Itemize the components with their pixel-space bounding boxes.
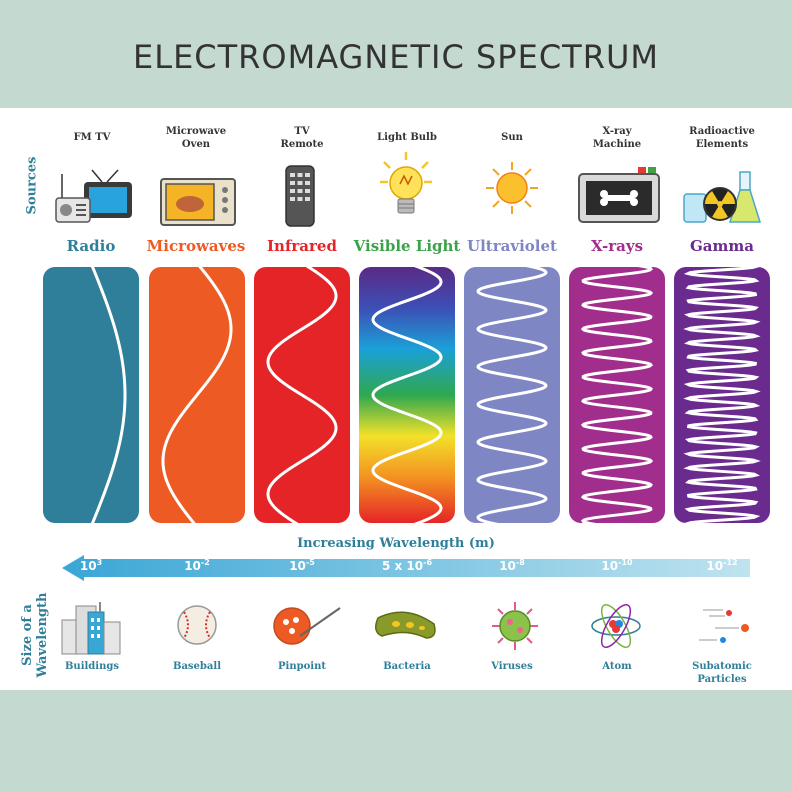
tick-base: 10 (184, 559, 201, 573)
pinpoint-icon (273, 607, 341, 645)
tick-exponent: 3 (96, 558, 103, 567)
source-label-radio: FM TV (42, 131, 142, 144)
wave-name-microwaves: Microwaves (146, 237, 246, 255)
wavelength-tick: 103 (46, 558, 136, 573)
size-label-line1: Viruses (491, 661, 533, 672)
wave-line (580, 267, 654, 523)
size-label-atom: Atom (567, 660, 667, 673)
wave-name-infrared: Infrared (267, 237, 337, 255)
tick-exponent: -6 (423, 558, 433, 567)
microwave-oven-icon (160, 178, 236, 226)
source-label-xray: X-ray Machine (567, 125, 667, 151)
source-label-microwave: Microwave Oven (146, 125, 246, 151)
radio-tv-icon (55, 169, 132, 223)
source-label-line2: Elements (695, 139, 749, 150)
source-label-sun: Sun (462, 131, 562, 144)
size-label-bacteria: Bacteria (357, 660, 457, 673)
wavelength-arrow (62, 555, 750, 581)
wave-name-radio: Radio (66, 237, 116, 255)
tick-exponent: -5 (305, 558, 315, 567)
sources-axis-label: Sources (24, 156, 40, 215)
wave-panel-ultraviolet (464, 267, 560, 523)
source-label-bulb: Light Bulb (357, 131, 457, 144)
source-label-line1: FM TV (73, 132, 111, 143)
tick-exponent: -10 (618, 558, 633, 567)
size-label-line1: Subatomic (692, 661, 752, 672)
sun-icon (486, 162, 538, 214)
virus-icon (492, 602, 538, 650)
wavelength-tick: 5 x 10-6 (362, 558, 452, 573)
wave-line (161, 267, 233, 523)
tick-base: 5 x 10 (381, 559, 424, 573)
source-label-line1: X-ray (602, 126, 632, 137)
size-label-line1: Baseball (173, 661, 221, 672)
size-label-buildings: Buildings (42, 660, 142, 673)
tick-base: 10 (79, 559, 97, 573)
wave-panel-gamma (674, 267, 770, 523)
tick-base: 10 (601, 559, 619, 573)
size-label-line1: Pinpoint (278, 661, 326, 672)
wave-panel-visible-light (359, 267, 455, 523)
wave-panel-radio (43, 267, 139, 523)
buildings-icon (61, 602, 121, 655)
tick-base: 10 (499, 559, 516, 573)
wave-panel-xrays (569, 267, 665, 523)
radioactive-elements-icon (683, 171, 762, 223)
wave-line (371, 267, 443, 523)
tick-base: 10 (706, 559, 724, 573)
wave-line (476, 267, 548, 523)
light-bulb-icon (380, 152, 432, 214)
wavelength-tick: 10-10 (572, 558, 662, 573)
source-label-radioactive: Radioactive Elements (672, 125, 772, 151)
wavelength-tick: 10-5 (257, 558, 347, 573)
source-label-line1: TV (294, 126, 310, 137)
wave-name-gamma: Gamma (690, 237, 754, 255)
source-label-remote: TV Remote (252, 125, 352, 151)
atom-icon (591, 603, 641, 649)
tv-remote-icon (285, 165, 315, 227)
bacteria-icon (375, 611, 436, 639)
size-label-baseball: Baseball (147, 660, 247, 673)
page-title: ELECTROMAGNETIC SPECTRUM (133, 38, 659, 76)
wavelength-tick: 10-12 (677, 558, 767, 573)
wavelength-tick: 10-8 (467, 558, 557, 573)
wave-line (90, 267, 127, 523)
wave-line (683, 267, 761, 523)
top-band (0, 0, 792, 108)
tick-exponent: -12 (723, 558, 738, 567)
source-label-line1: Sun (501, 132, 523, 143)
xray-machine-icon (578, 167, 660, 223)
size-label-pinpoint: Pinpoint (252, 660, 352, 673)
wave-name-ultraviolet: Ultraviolet (467, 237, 557, 255)
source-label-line1: Radioactive (689, 126, 755, 137)
size-axis-label-line1: Size of a (20, 604, 35, 666)
wavelength-axis-title: Increasing Wavelength (m) (297, 536, 495, 551)
size-label-line1: Bacteria (383, 661, 431, 672)
wavelength-tick: 10-2 (152, 558, 242, 573)
source-label-line2: Oven (181, 139, 211, 150)
tick-base: 10 (289, 559, 306, 573)
baseball-icon (177, 605, 217, 645)
size-label-line1: Buildings (64, 661, 119, 672)
tick-exponent: -2 (200, 558, 210, 567)
size-label-viruses: Viruses (462, 660, 562, 673)
wave-name-xrays: X-rays (590, 237, 644, 255)
wave-panel-microwaves (149, 267, 245, 523)
source-label-line1: Microwave (165, 126, 227, 137)
tick-exponent: -8 (515, 558, 525, 567)
size-label-line2: Particles (697, 674, 747, 685)
size-label-line1: Atom (602, 661, 632, 672)
source-label-line2: Remote (280, 139, 324, 150)
wave-name-visible-light: Visible Light (353, 237, 461, 255)
bottom-band (0, 690, 792, 792)
source-label-line1: Light Bulb (377, 132, 437, 143)
wave-line (266, 267, 338, 523)
source-label-line2: Machine (592, 139, 642, 150)
wave-panel-infrared (254, 267, 350, 523)
subatomic-particles-icon (699, 609, 749, 643)
